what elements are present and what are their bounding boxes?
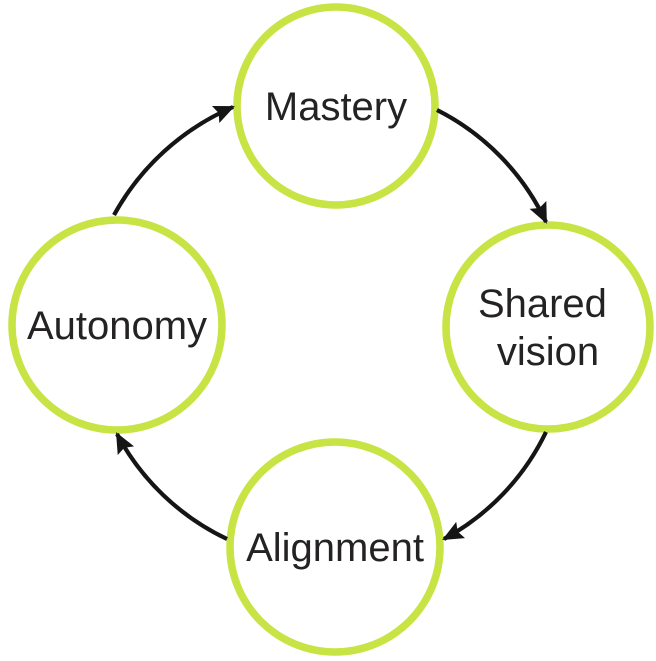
node-autonomy: Autonomy (8, 216, 226, 434)
node-mastery-label: Mastery (265, 85, 407, 129)
node-autonomy-circle (8, 216, 226, 434)
node-shared-vision: Shared vision (442, 221, 654, 433)
node-shared-vision-label-line2: vision (497, 330, 599, 374)
arrow-autonomy-to-mastery (112, 105, 235, 217)
node-mastery-circle (233, 3, 439, 209)
node-alignment-circle (226, 438, 444, 656)
node-alignment: Alignment (226, 438, 444, 656)
node-shared-vision-label: Shared vision (478, 282, 618, 374)
node-autonomy-label: Autonomy (27, 304, 207, 348)
node-mastery: Mastery (233, 3, 439, 209)
node-shared-vision-circle (442, 221, 654, 433)
node-alignment-label: Alignment (246, 526, 424, 570)
arrow-alignment-to-autonomy (115, 432, 228, 541)
arrow-shared-vision-to-alignment (442, 431, 548, 541)
arrow-mastery-to-shared-vision (436, 108, 548, 224)
node-shared-vision-label-line1: Shared (478, 282, 607, 326)
